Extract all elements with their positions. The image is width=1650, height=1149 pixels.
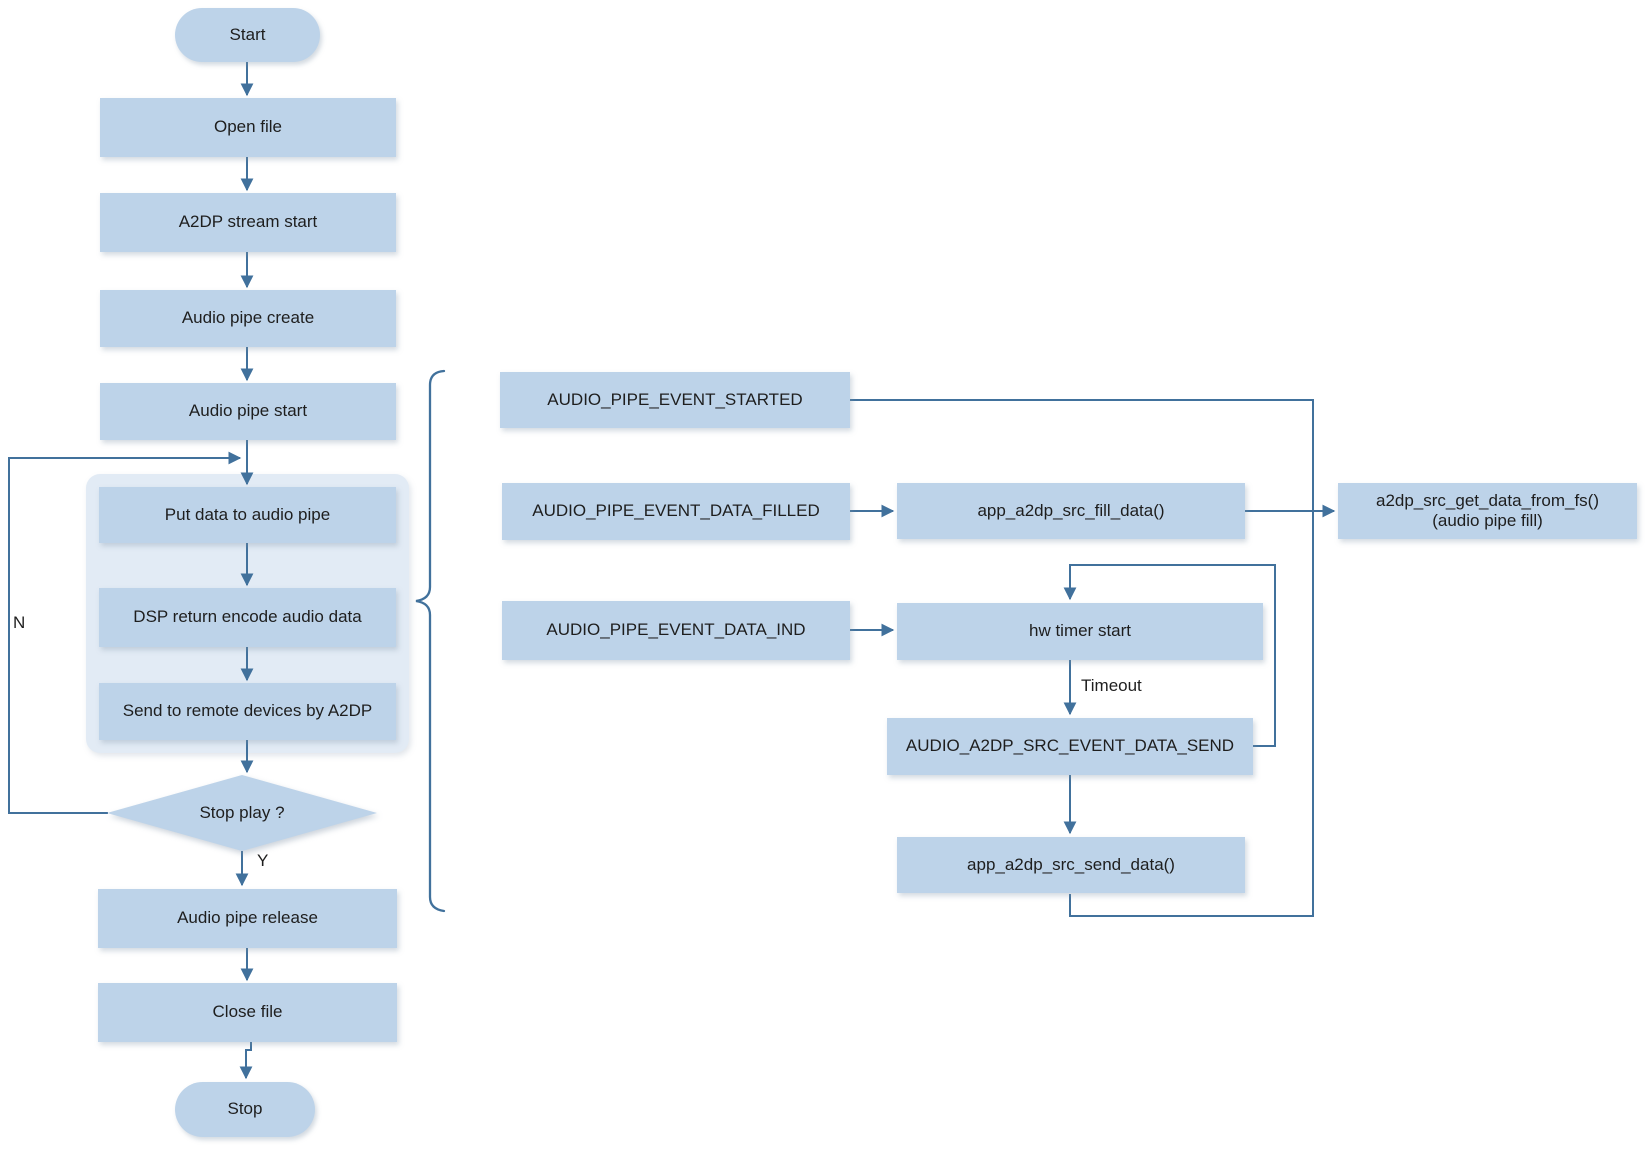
node-audio-pipe-start-label: Audio pipe start xyxy=(188,401,308,421)
node-send-data: app_a2dp_src_send_data() xyxy=(897,837,1245,893)
node-audio-pipe-start: Audio pipe start xyxy=(100,383,396,440)
node-event-data-send-label: AUDIO_A2DP_SRC_EVENT_DATA_SEND xyxy=(905,736,1235,756)
node-open-file-label: Open file xyxy=(213,117,283,137)
loopback-no-path xyxy=(8,451,242,814)
grouping-brace xyxy=(415,369,446,913)
node-send-data-label: app_a2dp_src_send_data() xyxy=(967,854,1175,874)
node-audio-pipe-create-label: Audio pipe create xyxy=(181,308,315,328)
node-stop-label: Stop xyxy=(227,1099,263,1119)
arrow-closefile-to-stop xyxy=(239,1042,253,1080)
node-dsp-return: DSP return encode audio data xyxy=(99,588,396,647)
node-event-data-ind: AUDIO_PIPE_EVENT_DATA_IND xyxy=(502,601,850,660)
node-close-file: Close file xyxy=(98,983,397,1042)
node-open-file: Open file xyxy=(100,98,396,157)
node-get-data-line1: a2dp_src_get_data_from_fs() xyxy=(1375,490,1600,510)
branch-label-no: N xyxy=(13,613,26,632)
node-put-data: Put data to audio pipe xyxy=(99,487,396,543)
node-dsp-return-label: DSP return encode audio data xyxy=(133,607,362,627)
node-fill-data-label: app_a2dp_src_fill_data() xyxy=(977,500,1165,520)
node-send-remote: Send to remote devices by A2DP xyxy=(99,683,396,740)
node-hw-timer-start-label: hw timer start xyxy=(1028,621,1132,641)
node-get-data-from-fs: a2dp_src_get_data_from_fs() (audio pipe … xyxy=(1338,483,1637,539)
node-hw-timer-start: hw timer start xyxy=(897,603,1263,660)
node-event-data-filled: AUDIO_PIPE_EVENT_DATA_FILLED xyxy=(502,483,850,540)
node-start: Start xyxy=(175,8,320,62)
node-a2dp-stream-start-label: A2DP stream start xyxy=(178,212,318,232)
node-stop: Stop xyxy=(175,1082,315,1137)
node-event-data-filled-label: AUDIO_PIPE_EVENT_DATA_FILLED xyxy=(532,501,820,521)
node-event-started: AUDIO_PIPE_EVENT_STARTED xyxy=(500,372,850,428)
node-event-data-send: AUDIO_A2DP_SRC_EVENT_DATA_SEND xyxy=(887,718,1253,775)
node-audio-pipe-release: Audio pipe release xyxy=(98,889,397,948)
label-timeout: Timeout xyxy=(1081,676,1142,695)
node-fill-data: app_a2dp_src_fill_data() xyxy=(897,483,1245,539)
node-get-data-line2: (audio pipe fill) xyxy=(1432,511,1543,530)
decision-stop-play-label: Stop play ? xyxy=(199,803,285,822)
branch-label-yes: Y xyxy=(257,851,269,870)
node-close-file-label: Close file xyxy=(212,1002,283,1022)
decision-stop-play: Stop play ? xyxy=(107,775,377,851)
node-event-data-ind-label: AUDIO_PIPE_EVENT_DATA_IND xyxy=(546,620,806,640)
node-start-label: Start xyxy=(229,24,266,44)
node-audio-pipe-create: Audio pipe create xyxy=(100,290,396,347)
node-put-data-label: Put data to audio pipe xyxy=(164,504,331,524)
line-started-to-senddata xyxy=(850,399,1314,917)
node-a2dp-stream-start: A2DP stream start xyxy=(100,193,396,252)
node-event-started-label: AUDIO_PIPE_EVENT_STARTED xyxy=(547,389,803,409)
loop-datasend-to-hwtimer xyxy=(1063,564,1276,747)
node-send-remote-label: Send to remote devices by A2DP xyxy=(122,701,373,721)
node-audio-pipe-release-label: Audio pipe release xyxy=(177,908,318,928)
